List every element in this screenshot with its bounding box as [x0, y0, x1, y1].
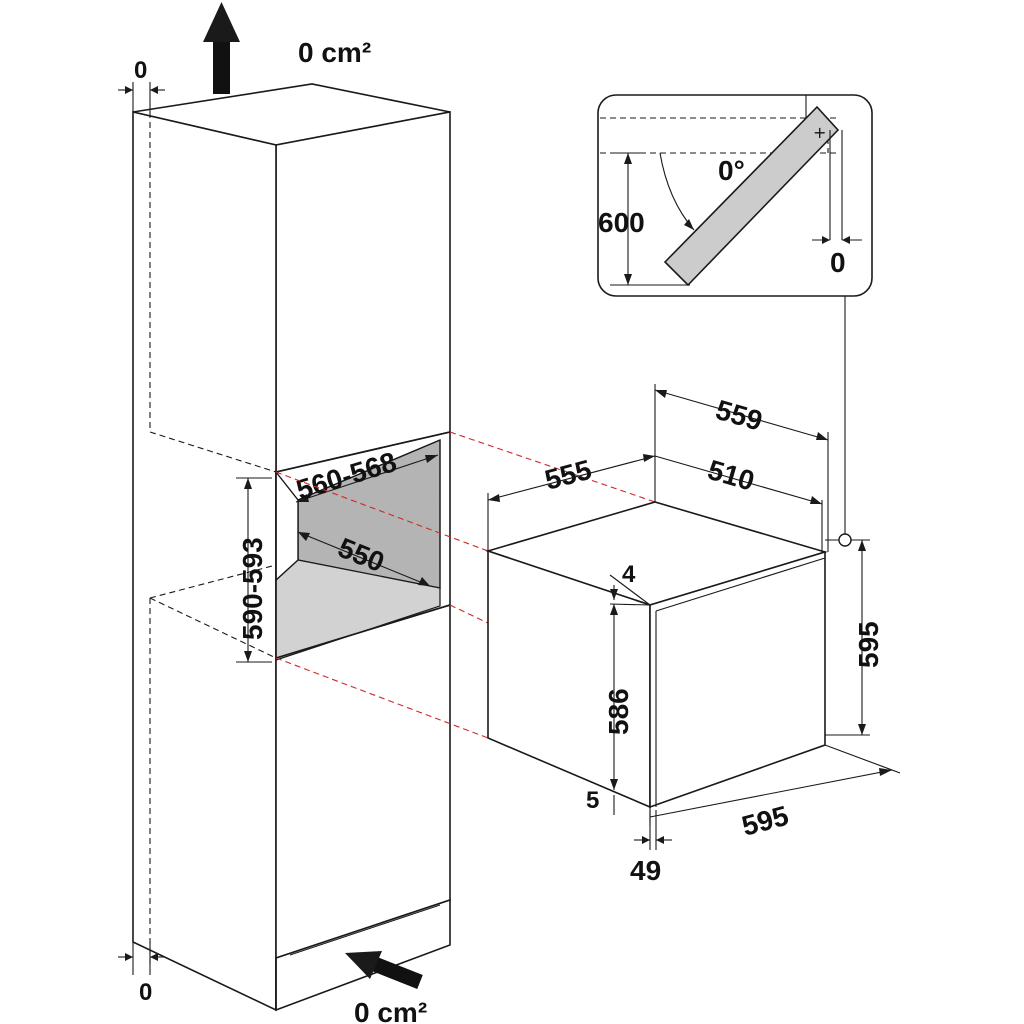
svg-text:595: 595: [853, 621, 884, 668]
svg-text:4: 4: [622, 561, 636, 588]
cabinet-front-lower: [275, 603, 451, 960]
appliance: [485, 501, 828, 809]
top-vent-arrow-icon: [203, 2, 240, 94]
bottom-vent-arrow-icon: [345, 951, 423, 989]
cabinet-front-upper: [275, 111, 451, 474]
bottom-vent-label: 0 cm²: [354, 997, 427, 1024]
svg-text:555: 555: [542, 454, 595, 496]
tall-cabinet: [132, 83, 451, 1012]
svg-text:590-593: 590-593: [237, 537, 268, 640]
svg-text:0°: 0°: [718, 155, 745, 186]
svg-text:586: 586: [603, 688, 634, 735]
svg-text:595: 595: [739, 800, 792, 842]
height-dimension: 595: [825, 539, 884, 736]
svg-text:510: 510: [704, 454, 757, 497]
top-gap-dimension: 0: [118, 57, 165, 112]
front-vertical-dimensions: 4 586 5 49: [586, 561, 672, 886]
svg-text:0: 0: [134, 57, 147, 84]
svg-text:49: 49: [630, 855, 661, 886]
top-vent-label: 0 cm²: [298, 37, 371, 68]
svg-text:0: 0: [830, 247, 846, 278]
svg-text:559: 559: [712, 394, 765, 437]
door-detail-callout: + 0 600 0°: [597, 94, 873, 547]
svg-text:600: 600: [598, 207, 645, 238]
door-panel: [663, 105, 840, 287]
svg-text:0: 0: [139, 979, 152, 1006]
svg-text:5: 5: [586, 787, 599, 814]
niche-left-wall: [275, 469, 299, 582]
bottom-gap-dimension: 0: [118, 942, 165, 1006]
svg-text:+: +: [813, 123, 826, 142]
niche-height-dimension: 590-593: [236, 477, 272, 663]
